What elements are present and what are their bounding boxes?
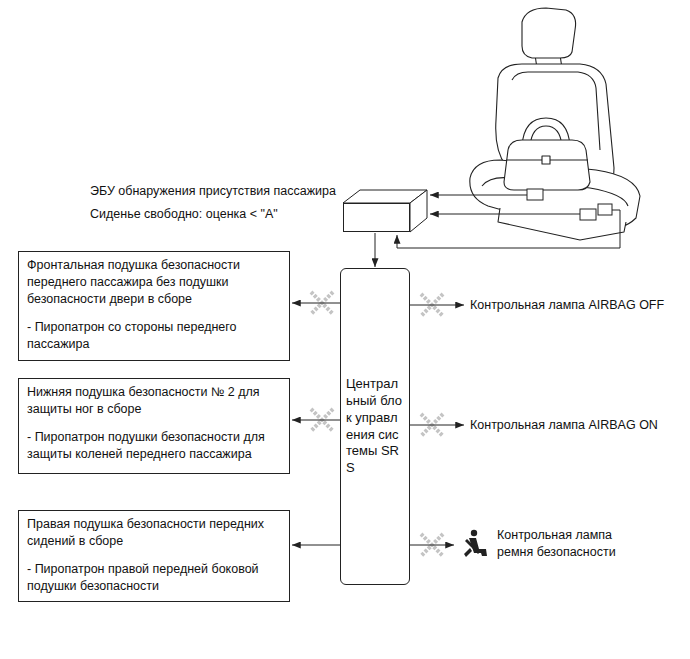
node-text: ЭБУ обнаружения присутствия пассажира xyxy=(90,183,336,200)
seatbelt-icon xyxy=(464,530,487,557)
node-text: Контрольная лампа AIRBAG OFF xyxy=(470,297,664,314)
node-text: Центральный блок управления системы SRS xyxy=(346,376,404,477)
airbag-module-box: Нижняя подушка безопасности № 2 для защи… xyxy=(18,378,290,474)
node-text: - Пиропатрон подушки безопасности для за… xyxy=(27,429,281,463)
warning-lamp-label: Контрольная лампа ремня безопасности xyxy=(456,527,626,561)
warning-lamp-label: Контрольная лампа AIRBAG ON xyxy=(466,417,658,434)
node-text: Фронтальная подушка безопасности передне… xyxy=(27,257,281,308)
connector-arrow xyxy=(410,425,464,426)
seat-sensor xyxy=(527,189,612,220)
connector-arrow xyxy=(292,545,340,546)
connector-arrow xyxy=(292,303,340,304)
airbag-module-box: Фронтальная подушка безопасности передне… xyxy=(18,251,290,361)
connector-arrow xyxy=(375,233,376,267)
node-text: - Пиропатрон со стороны переднего пассаж… xyxy=(27,319,281,353)
passenger-seat xyxy=(470,8,640,240)
connector-arrow xyxy=(292,420,340,421)
connector-arrow xyxy=(410,305,464,306)
node-text: - Пиропатрон правой передней боковой под… xyxy=(27,561,281,595)
ecu-caption: ЭБУ обнаружения присутствия пассажираСид… xyxy=(90,183,336,223)
node-text: Контрольная лампа ремня безопасности xyxy=(497,527,626,561)
handbag xyxy=(504,118,590,190)
node-text: Сиденье свободно: оценка < "A" xyxy=(90,206,336,223)
connector-arrow xyxy=(410,545,454,546)
ecu-block xyxy=(343,190,427,232)
control-unit-box: Центральный блок управления системы SRS xyxy=(340,268,410,585)
warning-lamp-label: Контрольная лампа AIRBAG OFF xyxy=(466,297,664,314)
ecu-box: ЭБУ обнаружения присутствия пассажираСид… xyxy=(343,203,410,232)
node-text: Нижняя подушка безопасности № 2 для защи… xyxy=(27,384,281,418)
node-text: Контрольная лампа AIRBAG ON xyxy=(470,417,658,434)
node-text: Правая подушка безопасности передних сид… xyxy=(27,516,281,550)
airbag-module-box: Правая подушка безопасности передних сид… xyxy=(18,510,290,602)
signal-wire xyxy=(397,195,620,248)
